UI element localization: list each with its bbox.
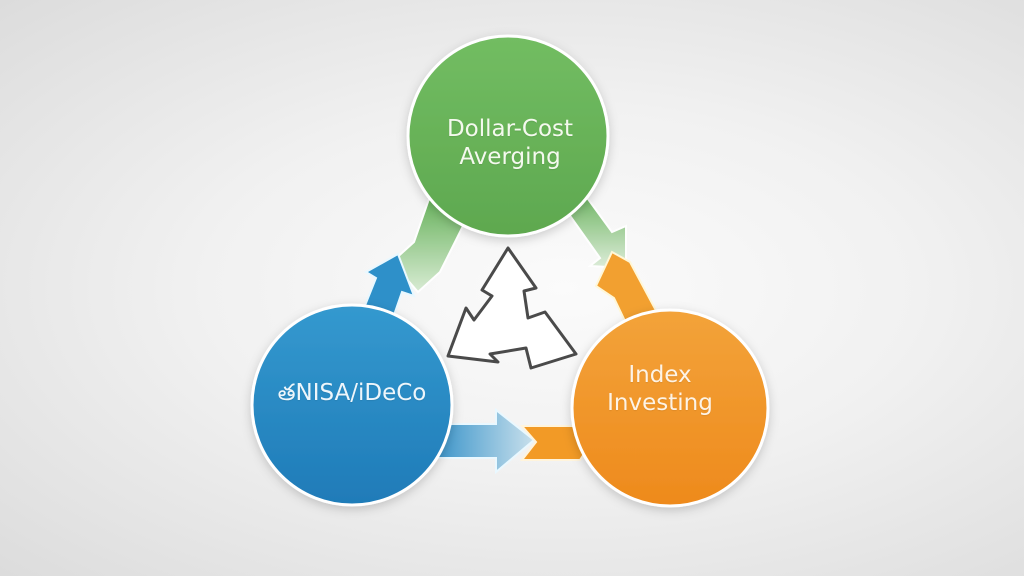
label-line: Index: [628, 362, 692, 388]
label-line: Averging: [459, 143, 561, 170]
node-index-investing: [570, 308, 770, 508]
node-dollar-cost-averaging: [406, 34, 610, 238]
label-line: తNISA/iDeCo: [277, 380, 427, 406]
recycle-triangle-arrows-icon: [446, 246, 578, 370]
label-line: Dollar-Cost: [446, 116, 574, 142]
node-label-dollar-cost-averaging: Dollar-Cost Averging: [400, 116, 620, 171]
label-line: Investing: [607, 389, 713, 416]
node-nisa-ideco: [250, 303, 454, 507]
node-label-nisa-ideco: తNISA/iDeCo: [244, 380, 460, 408]
node-label-index-investing: Index Investing: [570, 362, 750, 417]
